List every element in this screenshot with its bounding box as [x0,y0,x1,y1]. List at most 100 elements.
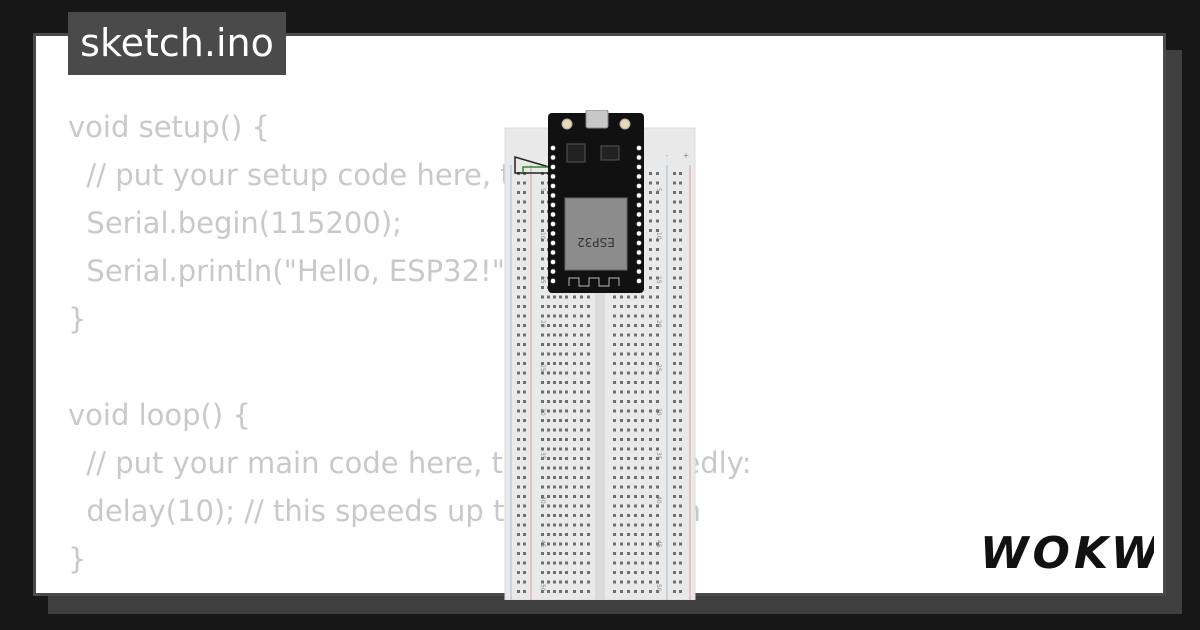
breadboard-hole [620,352,623,356]
breadboard-hole [559,533,562,536]
breadboard-hole [587,371,590,375]
breadboard-hole [547,362,550,365]
breadboard-hole [559,352,562,356]
breadboard-hole [517,523,520,527]
breadboard-hole [673,552,676,555]
esp32-pin [550,249,556,256]
breadboard-hole [634,428,637,432]
esp32-pin [636,173,642,180]
breadboard-hole [656,362,659,365]
breadboard-hole [587,552,590,555]
breadboard-hole [634,305,637,308]
breadboard-hole [587,580,590,584]
esp32-pin [550,230,556,237]
breadboard-hole [634,362,637,365]
breadboard-hole [656,561,659,565]
breadboard-hole [523,571,526,574]
breadboard-hole [649,457,652,460]
breadboard-hole [673,210,676,213]
breadboard-hole [620,438,623,441]
breadboard-hole [541,362,544,365]
breadboard-hole [613,419,616,422]
breadboard-hole [634,419,637,422]
breadboard-hole [517,333,520,337]
breadboard-hole [627,409,630,413]
breadboard-row-number: 5 [655,188,662,192]
breadboard-hole [613,504,616,508]
breadboard-hole [634,409,637,413]
breadboard-hole [580,400,583,403]
breadboard-hole [541,542,544,546]
breadboard-hole [649,333,652,337]
breadboard-hole [620,457,623,460]
breadboard-hole [517,447,520,451]
esp32-pin [636,249,642,256]
breadboard-hole [573,542,576,546]
breadboard-hole [620,523,623,527]
breadboard-hole [523,409,526,413]
breadboard-hole [523,504,526,508]
breadboard-hole [580,362,583,365]
breadboard-hole [620,400,623,403]
breadboard-hole [656,343,659,346]
breadboard-hole [517,561,520,565]
breadboard-hole [553,485,556,489]
breadboard-hole [673,457,676,460]
breadboard-hole [541,533,544,536]
breadboard-hole [559,523,562,527]
breadboard-hole [649,352,652,356]
breadboard-hole [523,371,526,375]
breadboard-hole [656,485,659,489]
breadboard-hole [587,476,590,479]
breadboard-hole [656,229,659,232]
breadboard-hole [517,438,520,441]
breadboard-hole [673,257,676,261]
breadboard-hole [580,590,583,593]
breadboard-hole [573,400,576,403]
breadboard-hole [580,352,583,356]
breadboard-hole [523,381,526,384]
breadboard-hole [587,305,590,308]
breadboard-hole [565,571,568,574]
breadboard-hole [649,295,652,299]
breadboard-hole [573,580,576,584]
breadboard-hole [679,248,682,251]
breadboard-hole [547,333,550,337]
breadboard-hole [656,219,659,223]
breadboard-row-number: 20 [655,320,662,328]
breadboard-hole [517,286,520,289]
breadboard-hole [673,381,676,384]
breadboard-hole [573,447,576,451]
breadboard-hole [641,314,644,318]
breadboard-hole [541,295,544,299]
breadboard-hole [553,371,556,375]
breadboard-hole [627,438,630,441]
breadboard-hole [679,333,682,337]
breadboard-hole [673,419,676,422]
code-line: void loop() { [68,398,251,432]
breadboard-hole [649,533,652,536]
breadboard-row-number: 40 [655,496,662,504]
breadboard-hole [517,362,520,365]
breadboard-hole [673,352,676,356]
breadboard-hole [656,419,659,422]
breadboard-hole [656,295,659,299]
breadboard-row-number: 10 [655,232,662,240]
breadboard-hole [541,400,544,403]
breadboard-hole [541,257,544,261]
breadboard-hole [641,371,644,375]
breadboard-hole [627,590,630,593]
breadboard-hole [620,561,623,565]
breadboard-hole [656,200,659,204]
breadboard-hole [541,238,544,242]
breadboard-row-number: 45 [539,540,546,548]
breadboard-hole [656,352,659,356]
breadboard-hole [587,504,590,508]
breadboard-hole [656,324,659,327]
breadboard-hole [679,504,682,508]
breadboard-hole [517,200,520,204]
breadboard-hole [523,362,526,365]
breadboard-hole [523,419,526,422]
breadboard-hole [679,438,682,441]
breadboard-hole [541,485,544,489]
